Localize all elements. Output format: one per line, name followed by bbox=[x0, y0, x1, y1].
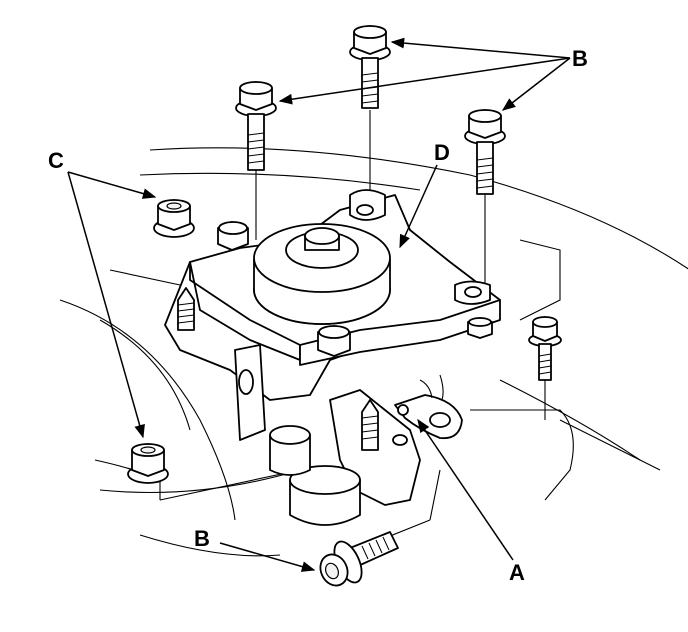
flange-bolt-top-left bbox=[235, 81, 277, 171]
flange-bolt-top-center bbox=[349, 25, 391, 109]
ground-terminal bbox=[394, 374, 463, 440]
flange-bolt-top-right bbox=[464, 109, 506, 195]
callout-c: C bbox=[48, 148, 64, 173]
flange-nut-lower bbox=[127, 443, 169, 484]
callout-arrows bbox=[67, 37, 571, 572]
callout-a: A bbox=[509, 560, 525, 585]
rubber-bushing bbox=[253, 223, 391, 325]
bracket-nut-left bbox=[217, 221, 249, 251]
flange-bolt-side-right bbox=[528, 316, 562, 381]
flange-bolt-bottom bbox=[319, 531, 399, 587]
bracket-nut-front bbox=[317, 325, 351, 357]
engine-compartment-outline bbox=[59, 147, 688, 557]
callout-b-bottom: B bbox=[194, 526, 210, 551]
flange-nut-upper bbox=[153, 199, 195, 238]
stud-right bbox=[361, 399, 379, 451]
callout-b-top: B bbox=[572, 46, 588, 71]
bracket-nut-right bbox=[467, 317, 493, 339]
stud-left bbox=[177, 287, 195, 331]
callout-d: D bbox=[434, 140, 450, 165]
